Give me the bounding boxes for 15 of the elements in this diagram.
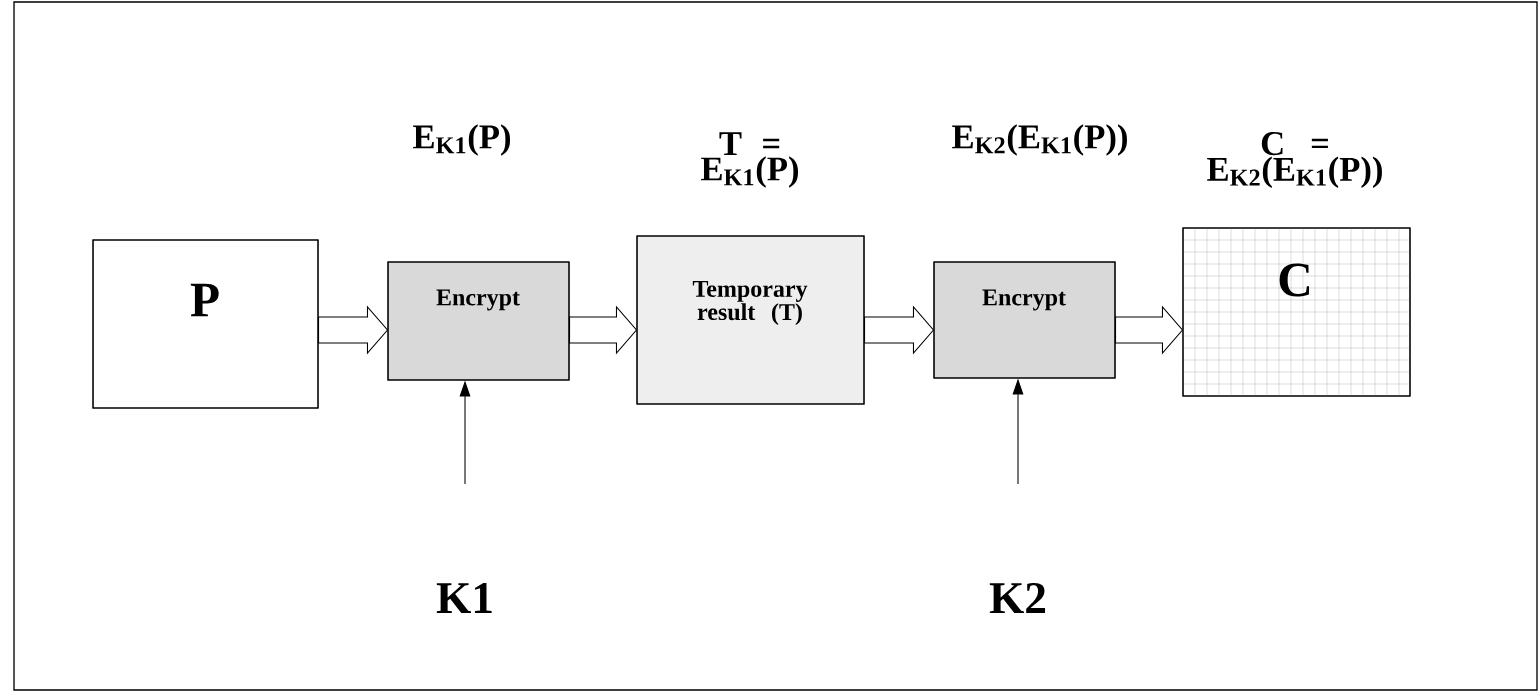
heading: E$_{K2}$(E$_{K1}$(P)) (952, 124, 1127, 156)
heading: T = E$_{K1}$(P) (701, 132, 798, 188)
box-label: Encrypt (982, 289, 1066, 311)
key-label: K2 (989, 583, 1046, 613)
block-arrow (1115, 305, 1184, 355)
heading: C = E$_{K2}$(E$_{K1}$(P)) (1207, 131, 1382, 189)
key-label: K1 (436, 583, 492, 613)
box-label: P (190, 283, 219, 317)
heading: E$_{K1}$(P) (413, 124, 510, 156)
block-arrow (318, 305, 389, 355)
box-label: C (1279, 263, 1310, 297)
block-arrow (864, 305, 935, 355)
box-label: Encrypt (436, 289, 520, 311)
box-label: Temporary result (T) (692, 281, 808, 325)
block-arrow (569, 305, 638, 355)
